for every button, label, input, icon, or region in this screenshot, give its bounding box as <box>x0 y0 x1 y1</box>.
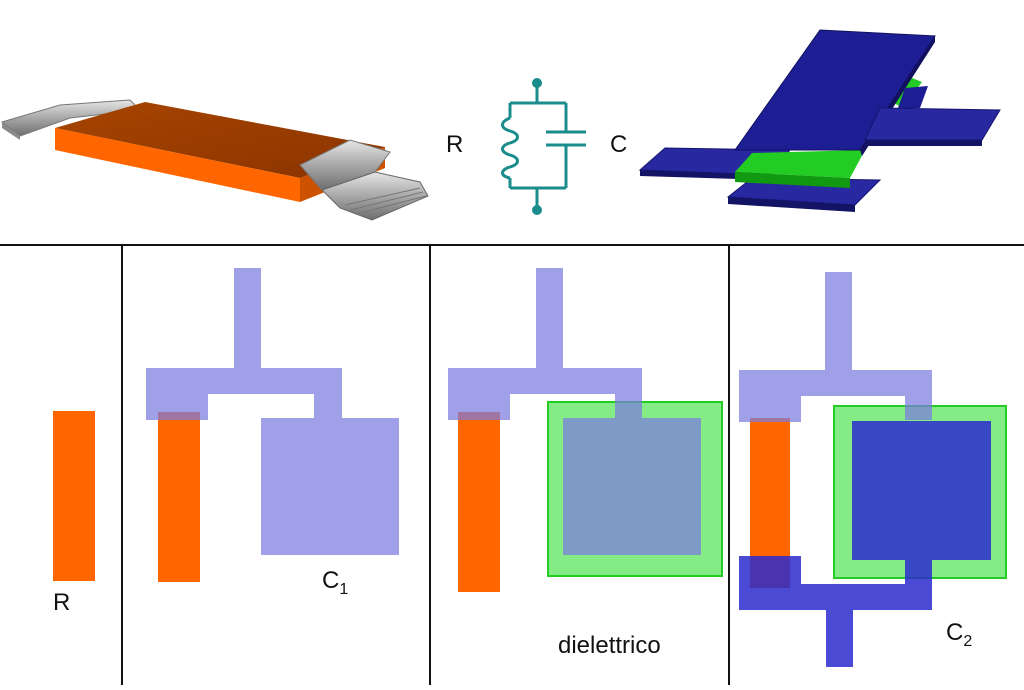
resistor-3d-illustration <box>0 99 429 221</box>
panel-4-resistor-capacitor: C2 <box>739 272 1007 667</box>
resistor-strip <box>458 412 500 592</box>
terminal-node-bottom <box>532 205 542 215</box>
resistor-strip <box>158 412 200 582</box>
capacitor-plate <box>563 418 701 555</box>
panel-4-c-label: C2 <box>946 619 972 650</box>
panel-1-resistor: R <box>53 411 95 616</box>
capacitor-plate <box>852 421 991 560</box>
dielectric-label: dielettrico <box>558 632 661 659</box>
schematic-c-label: C <box>610 131 627 158</box>
metal-interconnect-bottom <box>739 421 991 667</box>
schematic-r-label: R <box>446 131 463 158</box>
panel-2-c-label: C1 <box>322 567 348 598</box>
panel-3-dielectric: dielettrico <box>448 268 723 659</box>
resistor-symbol <box>501 116 519 180</box>
panel-2-resistor-capacitor: C1 <box>146 268 399 598</box>
metal-interconnect-top <box>739 272 932 422</box>
resistor-strip <box>53 411 95 581</box>
rc-schematic <box>501 83 586 208</box>
metal-interconnect <box>448 268 701 555</box>
capacitor-plate <box>261 418 399 555</box>
capacitor-3d-illustration <box>638 29 1001 212</box>
panel-1-r-label: R <box>53 589 70 616</box>
metal-interconnect <box>146 268 399 555</box>
terminal-node-top <box>532 78 542 88</box>
panel-dividers <box>0 244 1024 685</box>
